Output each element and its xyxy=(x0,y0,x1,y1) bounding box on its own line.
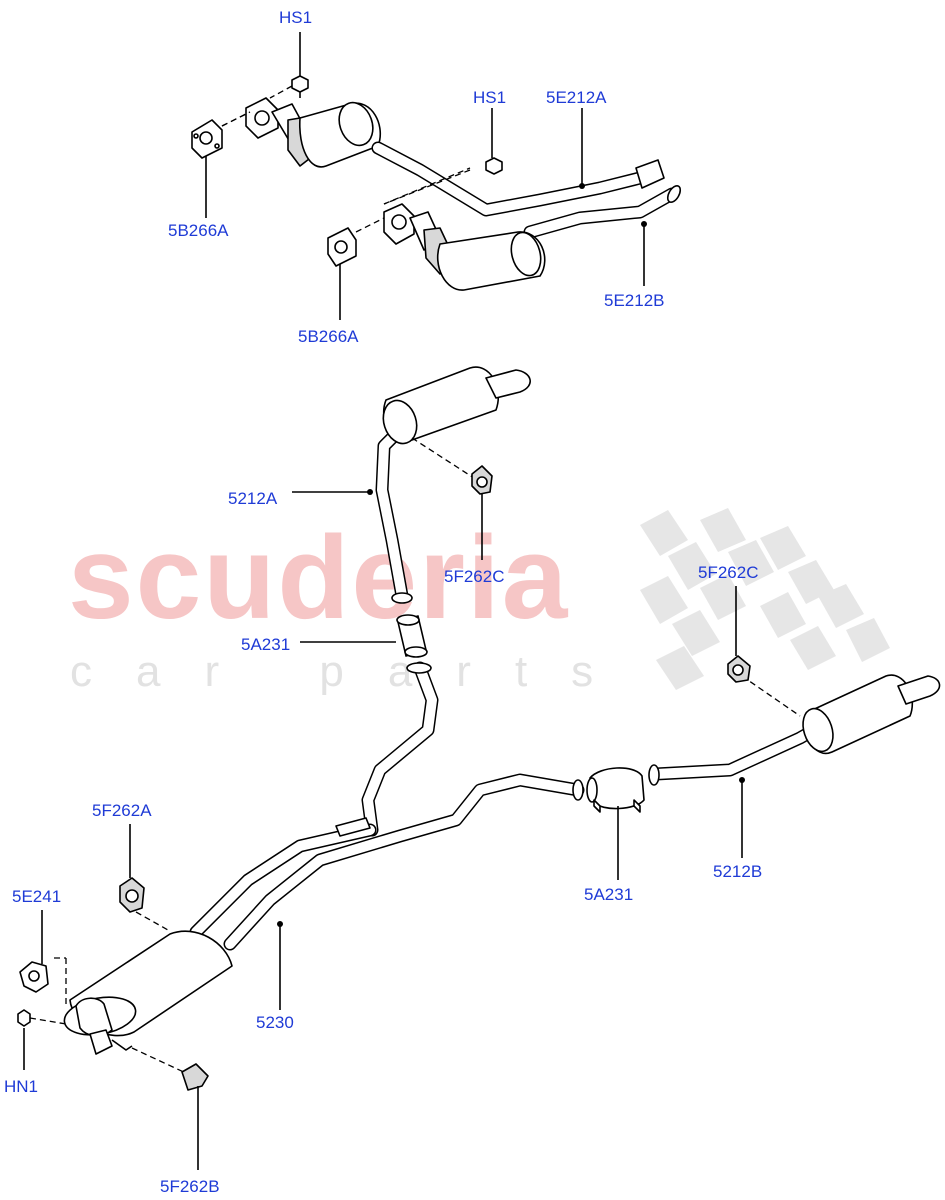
rear-muffler-left-5212a xyxy=(375,366,531,604)
label-5e212b: 5E212B xyxy=(604,291,665,310)
label-5b266a-top: 5B266A xyxy=(168,221,229,240)
front-pipe-assembly xyxy=(191,75,682,291)
label-5f262b: 5F262B xyxy=(160,1177,220,1196)
mount-rubber-5f262c-right xyxy=(727,655,751,683)
clamp-5a231-left xyxy=(396,614,428,658)
watermark: scuderia car parts xyxy=(68,508,890,696)
mount-rubber-5f262a xyxy=(119,877,145,913)
front-muffler xyxy=(17,877,233,1091)
bolt-hs1-mid xyxy=(485,157,503,175)
watermark-subtitle: car parts xyxy=(70,647,637,696)
checkered-flag-logo xyxy=(640,508,890,690)
label-hs1-mid: HS1 xyxy=(473,88,506,107)
intermediate-pipe-5230 xyxy=(189,661,585,951)
bracket-5e241 xyxy=(19,961,49,993)
mount-rubber-5f262b xyxy=(181,1063,209,1091)
label-5f262a: 5F262A xyxy=(92,801,152,820)
label-5f262c-right: 5F262C xyxy=(698,563,758,582)
part-labels: HS1 HS1 5E212A 5B266A 5B266A 5E212B 5212… xyxy=(4,8,762,1196)
nut-hn1 xyxy=(17,1009,31,1027)
leader-lines xyxy=(23,32,745,1170)
label-5a231-left: 5A231 xyxy=(241,635,290,654)
gasket-5b266a-top xyxy=(191,119,223,159)
label-5230: 5230 xyxy=(256,1013,294,1032)
label-hn1: HN1 xyxy=(4,1077,38,1096)
clamp-5a231-right xyxy=(586,767,645,813)
label-5212b: 5212B xyxy=(713,862,762,881)
label-hs1-top: HS1 xyxy=(279,8,312,27)
label-5212a: 5212A xyxy=(228,489,278,508)
label-5f262c-mid: 5F262C xyxy=(444,567,504,586)
label-5a231-right: 5A231 xyxy=(584,885,633,904)
label-5e212a: 5E212A xyxy=(546,88,607,107)
label-5b266a-bottom: 5B266A xyxy=(298,327,359,346)
bolt-hs1-top xyxy=(291,75,309,98)
watermark-brand: scuderia xyxy=(68,512,569,644)
rear-muffler-right-5212b xyxy=(648,655,941,786)
mount-rubber-5f262c-mid xyxy=(471,465,493,495)
gasket-5b266a-bottom xyxy=(327,227,357,267)
label-5e241: 5E241 xyxy=(12,887,61,906)
